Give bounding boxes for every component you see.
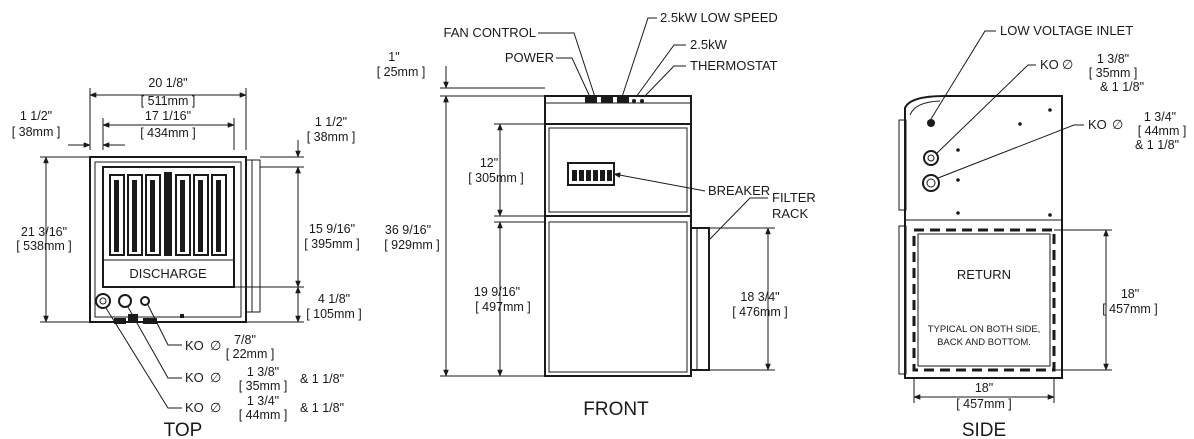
top-left-offset-mm: [ 38mm ]: [12, 125, 61, 139]
label-filter-rack-2: RACK: [772, 206, 808, 221]
label-fan-control: FAN CONTROL: [444, 25, 536, 40]
top-ko2-label: KO: [185, 370, 204, 385]
ko-medium: [118, 294, 132, 308]
top-discharge-depth-mm: [ 395mm ]: [304, 237, 360, 251]
label-low-speed: 2.5kW LOW SPEED: [660, 10, 778, 25]
side-return-height-mm: [ 457mm ]: [1102, 302, 1158, 316]
label-thermostat: THERMOSTAT: [690, 58, 778, 73]
side-ko1-label: KO: [1040, 57, 1059, 72]
return-opening: [912, 228, 1056, 372]
top-ko1-diameter: ∅: [210, 338, 221, 353]
top-right-offset-mm: [ 38mm ]: [307, 130, 356, 144]
top-ko2-size-mm: [ 35mm ]: [239, 379, 288, 393]
view-title-side: SIDE: [962, 420, 1006, 439]
front-total-height: 36 9/16": [385, 223, 431, 237]
top-right-offset: 1 1/2": [315, 115, 347, 129]
front-view: FAN CONTROL POWER 2.5kW LOW SPEED 2.5kW …: [377, 10, 816, 420]
discharge-opening: [102, 166, 235, 288]
ko-small: [140, 296, 150, 306]
front-upper-height: 12": [480, 156, 498, 170]
top-ko1-size-mm: [ 22mm ]: [226, 347, 275, 361]
top-ko3-label: KO: [185, 400, 204, 415]
label-power: POWER: [505, 50, 554, 65]
side-left-rib: [898, 119, 907, 211]
side-cabinet-outline: [904, 95, 1063, 379]
front-total-height-mm: [ 929mm ]: [384, 238, 440, 252]
top-ko2-size: 1 3/8": [247, 365, 279, 379]
top-ko1-size: 7/8": [234, 333, 256, 347]
top-rear-offset-mm: [ 105mm ]: [306, 307, 362, 321]
top-cabinet-inner: [94, 161, 242, 318]
side-ko-large: [922, 174, 940, 192]
top-ko3-size: 1 3/4": [247, 394, 279, 408]
top-depth-overall: 21 3/16": [21, 225, 67, 239]
side-ko-medium: [923, 150, 939, 166]
side-return-height: 18": [1121, 287, 1139, 301]
return-label: RETURN: [957, 267, 1011, 282]
front-upper-height-mm: [ 305mm ]: [468, 171, 524, 185]
side-screws: [956, 108, 1052, 217]
top-depth-overall-mm: [ 538mm ]: [16, 239, 72, 253]
side-ko2-alt: & 1 1/8": [1135, 138, 1179, 152]
view-title-front: FRONT: [583, 399, 649, 420]
front-filter-height-mm: [ 476mm ]: [732, 305, 788, 319]
top-ko3-size-mm: [ 44mm ]: [239, 408, 288, 422]
filter-rack: [690, 227, 710, 371]
top-side-flange: [245, 159, 261, 313]
label-2-5kw: 2.5kW: [690, 37, 728, 52]
top-width-inner-mm: [ 434mm ]: [140, 126, 196, 140]
side-ko1-size: 1 3/8": [1097, 52, 1129, 66]
side-ko2-size-mm: [ 44mm ]: [1138, 124, 1187, 138]
top-ko3-diameter: ∅: [210, 400, 221, 415]
side-ko2-size: 1 3/4": [1144, 110, 1176, 124]
side-ko2-label: KO: [1088, 117, 1107, 132]
ko-large: [95, 293, 111, 309]
side-return-width: 18": [975, 381, 993, 395]
side-return-width-mm: [ 457mm ]: [956, 397, 1012, 411]
front-top-dim-mm: [ 25mm ]: [377, 65, 426, 79]
side-ko2-diameter: ∅: [1112, 117, 1123, 132]
top-width-inner: 17 1/16": [145, 109, 191, 123]
typical-note-2: BACK AND BOTTOM.: [937, 337, 1031, 348]
label-breaker: BREAKER: [708, 183, 770, 198]
breaker-switches: [572, 170, 612, 181]
front-lower-height: 19 9/16": [474, 285, 520, 299]
typical-note-1: TYPICAL ON BOTH SIDE,: [928, 324, 1041, 335]
side-ko1-size-mm: [ 35mm ]: [1089, 66, 1138, 80]
side-view: RETURN TYPICAL ON BOTH SIDE, BACK AND BO…: [898, 23, 1187, 439]
front-lower-height-mm: [ 497mm ]: [475, 300, 531, 314]
top-rear-offset: 4 1/8": [318, 292, 350, 306]
top-left-offset: 1 1/2": [20, 109, 52, 123]
label-filter-rack-1: FILTER: [772, 190, 816, 205]
view-title-top: TOP: [164, 420, 203, 439]
front-filter-height: 18 3/4": [740, 290, 779, 304]
low-voltage-inlet-hole: [927, 119, 935, 127]
discharge-label: DISCHARGE: [129, 266, 207, 281]
front-top-dim: 1": [388, 50, 399, 64]
top-width-overall: 20 1/8": [148, 76, 187, 90]
top-discharge-depth: 15 9/16": [309, 222, 355, 236]
top-ko2-diameter: ∅: [210, 370, 221, 385]
front-upper-panel: [544, 123, 692, 217]
top-ko2-alt: & 1 1/8": [300, 372, 344, 386]
top-width-overall-mm: [ 511mm ]: [141, 94, 196, 108]
label-low-voltage-inlet: LOW VOLTAGE INLET: [1000, 23, 1133, 38]
side-ko1-alt: & 1 1/8": [1100, 80, 1144, 94]
top-view: DISCHARGE 20 1/8" [ 511mm ] 17 1/16" [ 4…: [12, 76, 362, 439]
side-ko1-diameter: ∅: [1062, 57, 1073, 72]
top-ko3-alt: & 1 1/8": [300, 401, 344, 415]
front-lower-panel: [544, 215, 692, 377]
top-ko1-label: KO: [185, 338, 204, 353]
heating-elements: [109, 172, 227, 256]
